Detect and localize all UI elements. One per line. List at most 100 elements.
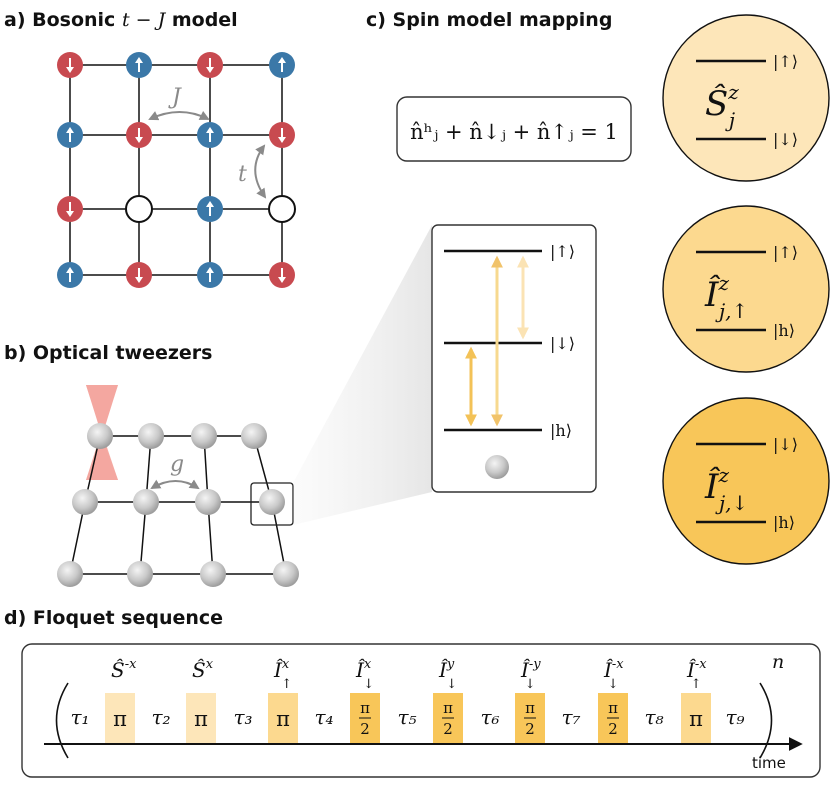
pulse-angle-denominator: 2 [360, 720, 370, 738]
pulse: π 2 Î-y↓ [515, 657, 545, 744]
pulse-operator: Î-y↓ [520, 657, 541, 692]
arrow-head [135, 277, 143, 283]
pulse-angle: π [113, 707, 127, 731]
operator-circle-bg [662, 205, 830, 373]
interval-tau: τ₁ [70, 705, 89, 729]
circle-top-ket: |↓⟩ [773, 435, 798, 454]
close-parenthesis [759, 682, 773, 759]
pulse-block [268, 693, 298, 744]
pulse-operator: Î-x↑ [686, 657, 707, 692]
hole-site [125, 195, 153, 223]
lattice-site-up [197, 196, 223, 222]
lattice-site-up [269, 52, 295, 78]
bosonic-lattice [57, 52, 296, 288]
lattice-site-hole [125, 195, 153, 223]
panel-b: b) Optical tweezers g [4, 342, 299, 587]
pulse: π 2 Îx↓ [350, 657, 380, 744]
arrow-head [206, 127, 214, 133]
lattice-site-up [197, 262, 223, 288]
arrow-head [278, 57, 286, 63]
pulse-angle: π [276, 707, 290, 731]
pulse-angle-numerator: π [525, 699, 535, 717]
pulse-block [105, 693, 135, 744]
level-hole-label: |h⟩ [550, 421, 572, 440]
arrow-head [66, 211, 74, 217]
circle-bottom-ket: |h⟩ [773, 513, 795, 532]
hole-site [268, 195, 296, 223]
arrow-head [135, 57, 143, 63]
circle-bottom-ket: |h⟩ [773, 321, 795, 340]
arrow-head [206, 201, 214, 207]
lattice-site-hole [268, 195, 296, 223]
atom-sphere [273, 561, 299, 587]
atom-sphere [241, 423, 267, 449]
atom-sphere [200, 561, 226, 587]
level-up-label: |↑⟩ [550, 242, 575, 261]
pulse-operator: Îy↓ [438, 657, 457, 692]
panel-a-heading-math: t − J [122, 9, 167, 31]
pulse-operator: Ŝx [192, 657, 214, 682]
label-t: t [238, 162, 247, 187]
lattice-site-up [57, 262, 83, 288]
arrow-head [206, 67, 214, 73]
operator-circle-bg [662, 397, 830, 565]
tweezer-beam-upper [86, 385, 118, 436]
atom-sphere [138, 423, 164, 449]
arrow-head [278, 137, 286, 143]
circle-top-ket: |↑⟩ [773, 52, 798, 71]
panel-a-heading: a) Bosonic t − J model [4, 9, 238, 31]
lattice-site-up [197, 122, 223, 148]
pulse-angle-denominator: 2 [443, 720, 453, 738]
pulse-angle-numerator: π [360, 699, 370, 717]
pulse-operator: Îx↑ [273, 657, 292, 692]
interval-tau: τ₃ [233, 705, 252, 729]
atom-sphere [133, 489, 159, 515]
pulse-operator: Î-x↓ [603, 657, 624, 692]
operator-circle-bg [662, 14, 830, 182]
circle-bottom-ket: |↓⟩ [773, 130, 798, 149]
lattice-site-down [57, 196, 83, 222]
lattice-site-up [57, 122, 83, 148]
panel-b-heading: b) Optical tweezers [4, 342, 213, 364]
tunneling-t-arrow [254, 144, 267, 199]
lattice-site-down [57, 52, 83, 78]
pulse-operator: Îx↓ [355, 657, 374, 692]
lattice-site-down [269, 122, 295, 148]
pulse-angle: π [194, 707, 208, 731]
pulse-angle-denominator: 2 [608, 720, 618, 738]
interval-tau: τ₇ [561, 705, 580, 729]
pulse-angle-denominator: 2 [525, 720, 535, 738]
pulse-operator: Ŝ-x [111, 657, 137, 682]
panel-c: c) Spin model mapping n̂ʰⱼ + n̂↓ⱼ + n̂↑ⱼ… [366, 9, 830, 565]
panel-c-heading: c) Spin model mapping [366, 9, 612, 31]
atom-sphere [72, 489, 98, 515]
panel-a: a) Bosonic t − J model J t [4, 9, 296, 288]
lattice-site-down [269, 262, 295, 288]
interval-tau: τ₈ [644, 705, 663, 729]
lattice-site-down [126, 262, 152, 288]
interval-tau: τ₆ [480, 705, 499, 729]
arrow-head [135, 137, 143, 143]
arrow-head [278, 277, 286, 283]
arrow-head [66, 267, 74, 273]
pulse-block [681, 693, 711, 744]
arrow-head [206, 267, 214, 273]
time-label: time [752, 754, 786, 772]
tweezer-beam-lower [86, 436, 118, 480]
atom-sphere [195, 489, 221, 515]
lattice-site-down [126, 122, 152, 148]
pulse: π2Î-x↓ [598, 657, 628, 744]
pulse-angle: π [689, 707, 703, 731]
exchange-J-arrow [148, 110, 210, 121]
pulse: π Ŝx [186, 657, 216, 744]
